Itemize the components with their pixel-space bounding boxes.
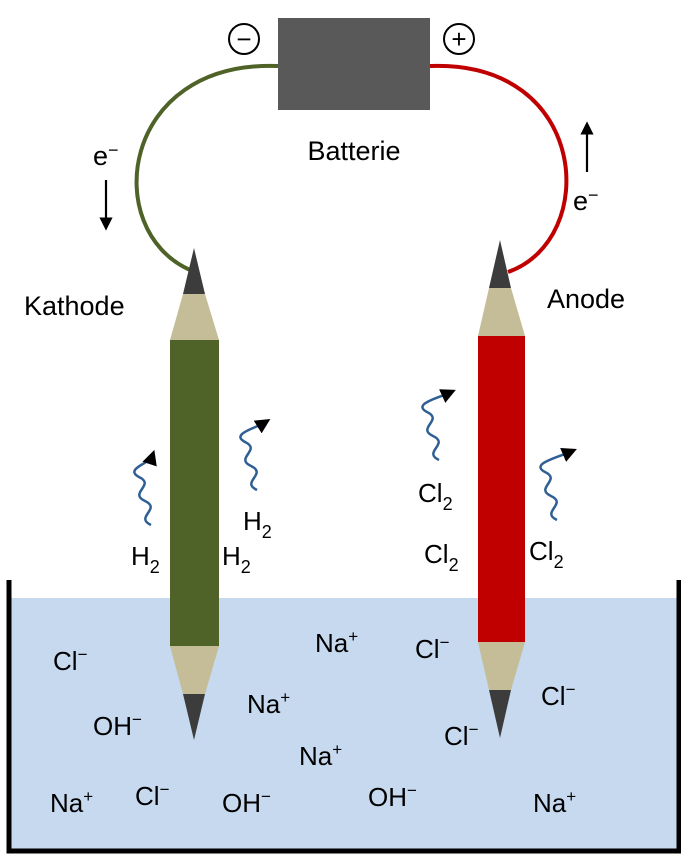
hydroxide-ion-label: OH− (222, 787, 271, 818)
sodium-ion-label: Na+ (299, 740, 342, 771)
sodium-ion-label: Na+ (533, 787, 576, 818)
anode-label: Anode (547, 284, 625, 314)
svg-text:−: − (236, 24, 251, 54)
chloride-ion-label: Cl− (53, 645, 88, 676)
hydrogen-gas-label: H2 (222, 541, 251, 577)
cathode-top-wood (170, 294, 219, 340)
sodium-ion-label: Na+ (247, 688, 290, 719)
positive-terminal-icon: + (443, 23, 475, 55)
anode-bottom-wood (478, 642, 525, 690)
battery-label: Batterie (307, 136, 400, 166)
wire-positive (429, 63, 569, 274)
cathode-body (170, 340, 219, 646)
sodium-ion-label: Na+ (50, 787, 93, 818)
cathode-bottom-tip (183, 694, 205, 740)
wire-negative (134, 63, 279, 272)
anode-body (478, 336, 525, 642)
cathode-top-tip (183, 248, 205, 294)
cathode-electron-label: e− (93, 140, 119, 171)
sodium-ion-label: Na+ (315, 627, 358, 658)
battery-body (278, 18, 430, 110)
hydrogen-gas-label: H2 (131, 541, 160, 577)
anode-top-tip (489, 240, 511, 288)
chloride-ion-label: Cl− (444, 720, 479, 751)
chloride-ion-label: Cl− (541, 680, 576, 711)
negative-terminal-icon: − (228, 23, 260, 55)
cathode-bottom-wood (170, 646, 219, 694)
anode-bottom-tip (489, 690, 511, 738)
svg-text:+: + (451, 24, 466, 54)
chlorine-gas-label: Cl2 (418, 478, 453, 514)
cathode-electrode (170, 248, 219, 740)
bubble-arrow-icon (133, 449, 157, 527)
anode-top-wood (478, 288, 525, 336)
anode-electrode (478, 240, 525, 738)
cathode-label: Kathode (24, 291, 125, 321)
hydroxide-ion-label: OH− (368, 781, 417, 812)
chlorine-gas-label: Cl2 (529, 536, 564, 572)
chloride-ion-label: Cl− (415, 633, 450, 664)
bubble-arrow-icon (421, 389, 456, 462)
anode-electron-label: e− (573, 185, 599, 216)
hydroxide-ion-label: OH− (93, 710, 142, 741)
chloride-ion-label: Cl− (135, 780, 170, 811)
container-outline (6, 580, 681, 854)
bubble-arrow-icon (539, 448, 577, 522)
electrolyte-solution (8, 598, 680, 850)
bubble-arrow-icon (239, 419, 271, 492)
hydrogen-gas-label: H2 (243, 506, 272, 542)
chlorine-gas-label: Cl2 (424, 539, 459, 575)
